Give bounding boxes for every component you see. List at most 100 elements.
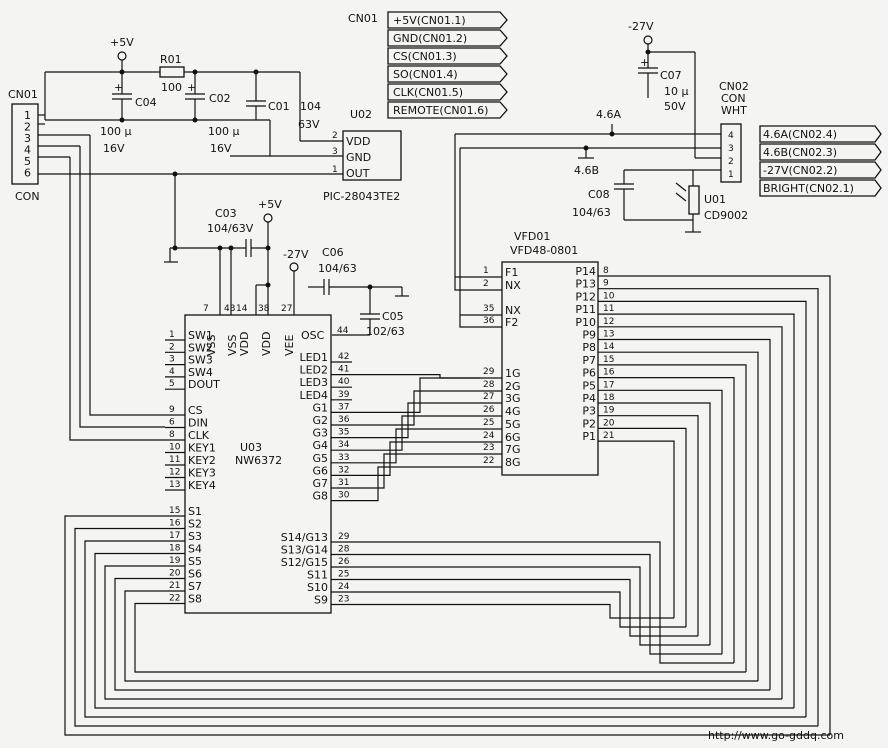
vfd-right-pin-p1: P1 bbox=[582, 430, 596, 443]
cn01-pin-4: 4 bbox=[24, 144, 31, 157]
resistor-r01 bbox=[159, 66, 185, 78]
cn02-tag-shape bbox=[759, 161, 882, 179]
u03-right-pin-6: G3 bbox=[312, 427, 328, 440]
svg-text:+: + bbox=[640, 56, 649, 69]
u03-left-pin-s2: S2 bbox=[188, 518, 202, 531]
u03-right-pin-17: S9 bbox=[314, 594, 328, 607]
vfd-left-pin-1: NX bbox=[505, 279, 521, 292]
cn01-tag-3: SO(CN01.4) bbox=[393, 68, 458, 81]
minus27v-label-2: -27V bbox=[283, 248, 309, 261]
u03-left-pin-key3: KEY3 bbox=[188, 467, 216, 480]
vfd-left-pin-2: NX bbox=[505, 304, 521, 317]
vfd-right-pin-p6: P6 bbox=[582, 367, 596, 380]
vfd-right-pin-p4: P4 bbox=[582, 392, 596, 405]
u03-top-pin-0: VSS bbox=[205, 334, 218, 356]
u03-left-pin-cs: CS bbox=[188, 404, 203, 417]
u01-part: CD9002 bbox=[704, 209, 748, 222]
vfd-ref: VFD01 bbox=[514, 230, 550, 243]
u03-left-num-10: 12 bbox=[169, 468, 180, 478]
u03-top-num-3: 38 bbox=[258, 304, 270, 314]
u03-right-pin-8: G5 bbox=[312, 452, 328, 465]
plus5v-label-2: +5V bbox=[258, 198, 282, 211]
svg-text:1: 1 bbox=[332, 165, 338, 175]
u03-top-pin-2: VDD bbox=[238, 332, 251, 356]
vfd-right-num-9: 17 bbox=[603, 380, 614, 390]
vfd-right-num-12: 20 bbox=[603, 418, 615, 428]
u03-left-pin-key2: KEY2 bbox=[188, 454, 216, 467]
u03-right-pin-10: G7 bbox=[312, 477, 328, 490]
u03-right-num-8: 33 bbox=[338, 453, 349, 463]
u03-right-pin-1: LED2 bbox=[299, 364, 328, 377]
cn01-pin-1: 1 bbox=[24, 109, 31, 122]
vfd-part: VFD48-0801 bbox=[510, 244, 578, 257]
cn01-tag-shape bbox=[387, 83, 508, 101]
u03-right-num-12: 29 bbox=[338, 532, 350, 542]
u03-ref: U03 bbox=[240, 441, 262, 454]
vfd-left-pin-6: 3G bbox=[505, 392, 521, 405]
u03-right-pin-13: S13/G14 bbox=[281, 544, 328, 557]
vfd-left-pin-7: 4G bbox=[505, 405, 521, 418]
vfd-right-pin-p5: P5 bbox=[582, 379, 596, 392]
svg-text:44: 44 bbox=[337, 326, 349, 336]
svg-text:+: + bbox=[114, 81, 123, 94]
cn01-pin-2: 2 bbox=[24, 121, 31, 134]
c08-ref: C08 bbox=[588, 188, 610, 201]
u03-left-pin-s5: S5 bbox=[188, 555, 202, 568]
cn01-tag-2: CS(CN01.3) bbox=[393, 50, 457, 63]
vfd-right-pin-p2: P2 bbox=[582, 417, 596, 430]
u03-left-pin-din: DIN bbox=[188, 417, 208, 430]
u03-left-num-13: 16 bbox=[169, 519, 181, 529]
u03-left-num-3: 4 bbox=[169, 367, 175, 377]
u03-right-num-7: 34 bbox=[338, 440, 350, 450]
c06-val: 104/63 bbox=[318, 262, 357, 275]
u02-body bbox=[342, 130, 402, 181]
u03-left-pin-sw2: SW2 bbox=[188, 341, 213, 354]
u03-left-num-0: 1 bbox=[169, 330, 175, 340]
u03-top-pin-4: VEE bbox=[283, 335, 296, 356]
c03-val: 104/63V bbox=[207, 222, 254, 235]
u03-right-num-10: 31 bbox=[338, 478, 349, 488]
c02-ref: C02 bbox=[209, 92, 231, 105]
cn02-tag-1: 4.6B(CN02.3) bbox=[763, 146, 837, 159]
cn02-title: CN02 bbox=[719, 80, 749, 93]
u03-left-pin-key4: KEY4 bbox=[188, 479, 216, 492]
vfd-left-num-9: 24 bbox=[483, 431, 495, 441]
cn02-sub1: CON bbox=[721, 92, 746, 105]
u03-right-num-3: 39 bbox=[338, 390, 350, 400]
vfd-right-pin-p11: P11 bbox=[575, 303, 596, 316]
vfd-right-num-2: 10 bbox=[603, 291, 615, 301]
u03-left-num-1: 2 bbox=[169, 342, 175, 352]
vfd-left-num-8: 25 bbox=[483, 418, 494, 428]
r01-ref: R01 bbox=[160, 53, 182, 66]
cn02-body bbox=[720, 123, 742, 183]
cn01-body bbox=[11, 103, 39, 185]
u03-right-num-1: 41 bbox=[338, 365, 349, 375]
net-46a: 4.6A bbox=[596, 108, 621, 121]
vfd-right-num-6: 14 bbox=[603, 342, 615, 352]
net-46b: 4.6B bbox=[574, 164, 599, 177]
cn02-tag-shape bbox=[759, 125, 882, 143]
u03-right-pin-3: LED4 bbox=[299, 389, 328, 402]
u03-right-num-14: 26 bbox=[338, 557, 350, 567]
cn02-pin-2: 2 bbox=[728, 157, 734, 167]
u03-top-num-2: 14 bbox=[236, 304, 248, 314]
cn02-sub2: WHT bbox=[721, 104, 747, 117]
c02-val2: 16V bbox=[210, 142, 232, 155]
u03-right-pin-0: LED1 bbox=[299, 351, 328, 364]
u03-right-num-11: 30 bbox=[338, 491, 350, 501]
c01-ref: C01 bbox=[268, 100, 290, 113]
minus27v-label: -27V bbox=[628, 20, 654, 33]
u03-top-num-4: 27 bbox=[281, 304, 292, 314]
u03-top-pin-3: VDD bbox=[260, 332, 273, 356]
c07-ref: C07 bbox=[660, 69, 682, 82]
u03-left-num-11: 13 bbox=[169, 480, 180, 490]
cn01-tag-1: GND(CN01.2) bbox=[393, 32, 467, 45]
vfd-left-pin-8: 5G bbox=[505, 418, 521, 431]
svg-text:3: 3 bbox=[332, 147, 338, 157]
u03-left-num-9: 11 bbox=[169, 455, 180, 465]
svg-text:2: 2 bbox=[332, 131, 338, 141]
u03-left-num-16: 19 bbox=[169, 556, 181, 566]
